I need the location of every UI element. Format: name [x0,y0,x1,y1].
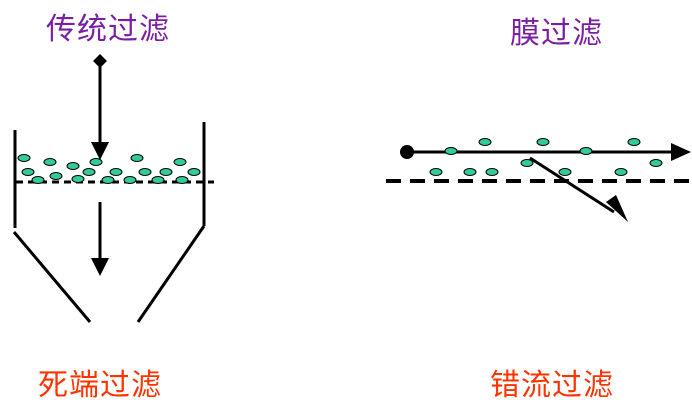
cross-flow-arrowhead [671,143,691,161]
filtrate-arrowhead [91,258,109,276]
permeate-arrow-line [529,156,615,214]
feed-diamond [93,54,107,68]
label-traditional-filtration: 传统过滤 [46,12,170,47]
cross-flow-particles [429,138,663,176]
funnel-right [136,225,206,323]
funnel-left [12,231,92,323]
feed-arrowhead [91,142,109,160]
dead-end-particles [17,154,201,184]
permeate-arrowhead [606,195,628,222]
label-dead-end-filtration: 死端过滤 [38,368,162,403]
cross-flow-filter-group [386,138,691,222]
label-membrane-filtration: 膜过滤 [510,16,603,51]
label-cross-flow-filtration: 错流过滤 [490,368,614,403]
dead-end-filter-group [12,54,214,323]
